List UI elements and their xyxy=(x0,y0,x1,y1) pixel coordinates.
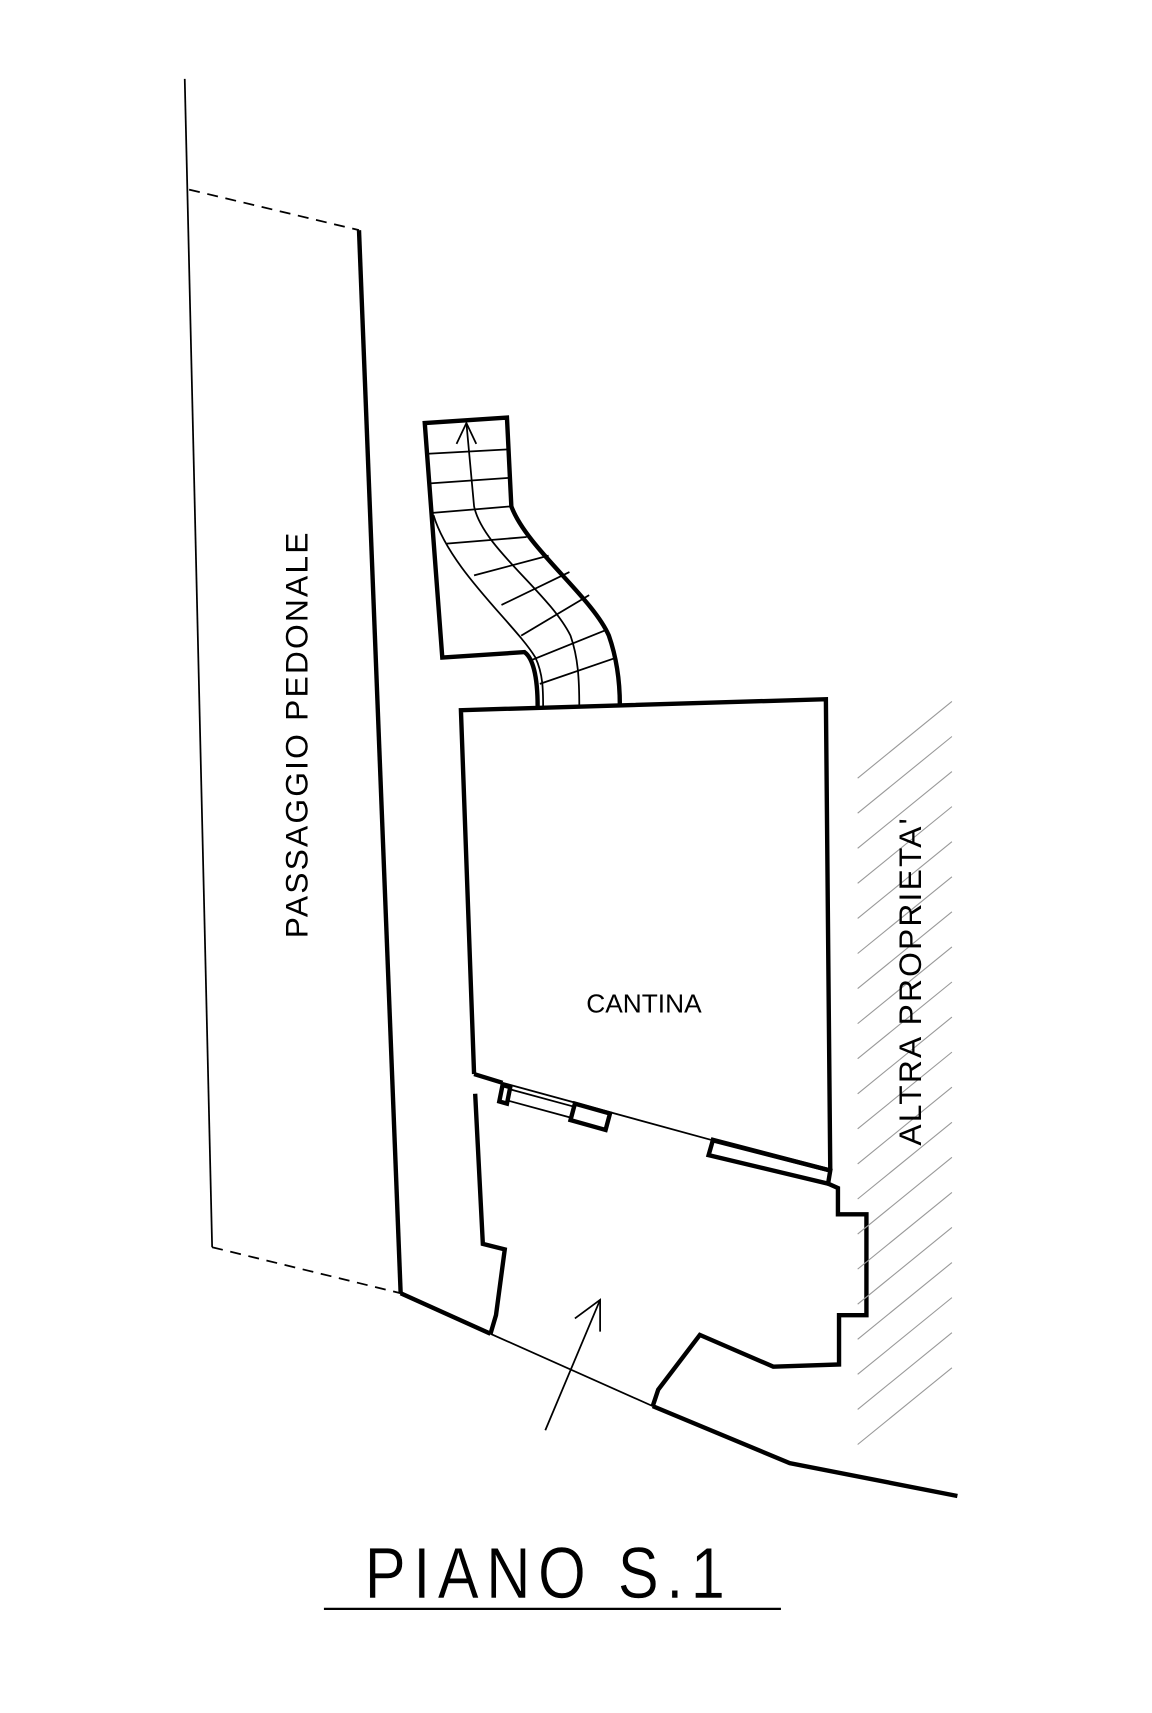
hatch-line xyxy=(857,1191,953,1270)
hatch-line xyxy=(857,771,953,849)
passage-wall xyxy=(356,230,403,1294)
cantina-walls xyxy=(458,696,833,1171)
hatch-line xyxy=(857,736,953,814)
boundary-wall xyxy=(651,1404,958,1499)
door-jamb xyxy=(705,1137,833,1187)
boundary-thin xyxy=(490,1332,654,1407)
hatch-line xyxy=(857,1262,953,1340)
hatch-line xyxy=(857,946,953,1025)
hatch-line xyxy=(857,981,953,1060)
hatch-line xyxy=(857,1121,953,1200)
hatch-line xyxy=(857,1367,953,1445)
neighbor-property-hatch xyxy=(857,700,953,1445)
room-label-cantina: CANTINA xyxy=(586,989,702,1019)
hatch-line xyxy=(857,1051,953,1130)
hatch-line xyxy=(857,841,953,919)
stair-center-line xyxy=(465,422,581,707)
entry-arrow-icon xyxy=(544,1298,601,1431)
hatch-line xyxy=(857,1156,953,1235)
hatch-line xyxy=(857,1016,953,1095)
neighbor-property-label: ALTRA PROPRIETA' xyxy=(892,816,928,1145)
passage-left-edge xyxy=(183,78,214,1248)
hatch-line xyxy=(857,876,953,954)
passage-top-dashed xyxy=(188,188,360,232)
stair-treads xyxy=(427,448,617,685)
lower-right-wall xyxy=(650,1181,869,1407)
hatch-line xyxy=(857,1297,953,1375)
pedestrian-passage xyxy=(183,78,403,1295)
lower-left-wall xyxy=(472,1093,508,1335)
stair-up-arrow-icon xyxy=(455,420,478,445)
cantina-room: CANTINA xyxy=(458,696,833,1187)
staircase xyxy=(422,415,623,707)
lower-area xyxy=(399,1093,958,1499)
hatch-line xyxy=(857,1086,953,1165)
stair-inner-edge xyxy=(432,514,544,707)
hatch-line xyxy=(857,700,953,779)
hatch-line xyxy=(857,806,953,884)
plan-title: PIANO S.1 xyxy=(365,1533,733,1614)
passage-bottom-dashed xyxy=(211,1246,401,1295)
passage-label: PASSAGGIO PEDONALE xyxy=(278,530,314,938)
hatch-line xyxy=(857,1227,953,1305)
hatch-line xyxy=(857,911,953,989)
hatch-line xyxy=(857,1332,953,1410)
window xyxy=(496,1082,613,1133)
